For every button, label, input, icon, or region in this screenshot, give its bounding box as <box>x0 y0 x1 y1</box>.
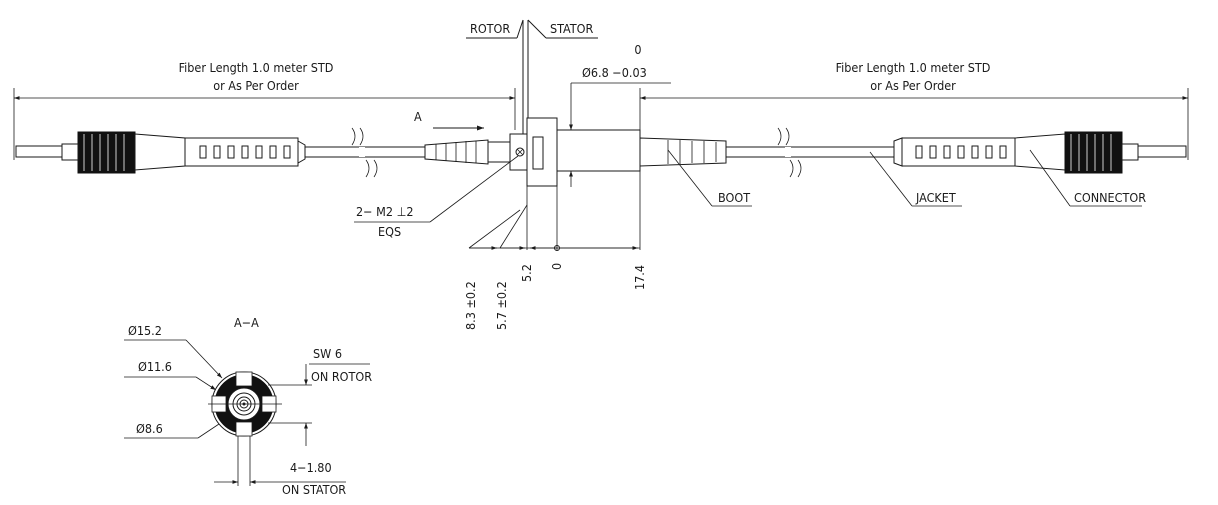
dim-0: 0 <box>549 263 564 270</box>
stator-housing <box>556 129 641 172</box>
axial-dimension-values: 8.3 ±0.2 5.7 ±0.2 5.2 0 17.4 <box>463 263 647 330</box>
axial-dimension-chain <box>468 171 641 251</box>
boot-label: BOOT <box>718 190 750 205</box>
eqs-label: EQS <box>378 224 401 239</box>
diameter-8-6-label: Ø8.6 <box>136 421 163 436</box>
sw-label: SW 6 <box>313 346 342 361</box>
part-callouts: BOOT JACKET CONNECTOR 2− M2 ⊥2 EQS <box>354 149 1146 239</box>
on-stator-label: ON STATOR <box>282 482 346 497</box>
dim-17-4: 17.4 <box>632 265 647 290</box>
fiber-length-left-text: Fiber Length 1.0 meter STD <box>179 60 334 75</box>
rotor-label: ROTOR <box>470 21 510 36</box>
diameter-main: Ø6.8 −0.03 <box>582 65 647 80</box>
fiber-length-left-dimension: Fiber Length 1.0 meter STD or As Per Ord… <box>13 60 516 160</box>
connector-label: CONNECTOR <box>1074 190 1146 205</box>
jacket-label: JACKET <box>915 190 956 205</box>
fiber-length-right-dimension: Fiber Length 1.0 meter STD or As Per Ord… <box>639 60 1189 160</box>
dim-5-2: 5.2 <box>519 264 534 282</box>
slots-label: 4−1.80 <box>290 460 332 475</box>
stator-label: STATOR <box>550 21 593 36</box>
right-ferrule <box>1137 145 1187 158</box>
left-boot <box>424 139 489 165</box>
view-arrow-a: A <box>414 109 484 131</box>
rotary-joint-body <box>509 117 641 187</box>
diameter-15-2-label: Ø15.2 <box>128 323 162 338</box>
diameter-11-6-label: Ø11.6 <box>138 359 172 374</box>
dim-5-7: 5.7 ±0.2 <box>494 281 509 330</box>
right-fiber-assembly <box>639 127 1187 178</box>
screw-label: 2− M2 ⊥2 <box>356 204 414 219</box>
section-label: A−A <box>234 315 259 330</box>
right-connector-nut <box>1064 131 1123 174</box>
section-a-a: A−A Ø15.2 Ø11.6 Ø8.6 SW 6 ON ROTOR <box>124 315 372 497</box>
tolerance-upper: 0 <box>634 42 641 57</box>
left-connector-nut <box>77 131 136 174</box>
view-arrow-label: A <box>414 109 422 124</box>
stator-flange <box>526 117 558 187</box>
on-rotor-label: ON ROTOR <box>311 369 372 384</box>
fiber-length-right-text: Fiber Length 1.0 meter STD <box>836 60 991 75</box>
fiber-length-left-order: or As Per Order <box>213 78 299 93</box>
right-jacket <box>725 146 895 158</box>
left-fiber-assembly <box>15 127 511 178</box>
fiber-length-right-order: or As Per Order <box>870 78 956 93</box>
right-boot <box>639 137 727 167</box>
dim-8-3: 8.3 ±0.2 <box>463 281 478 330</box>
left-ferrule <box>15 145 63 158</box>
